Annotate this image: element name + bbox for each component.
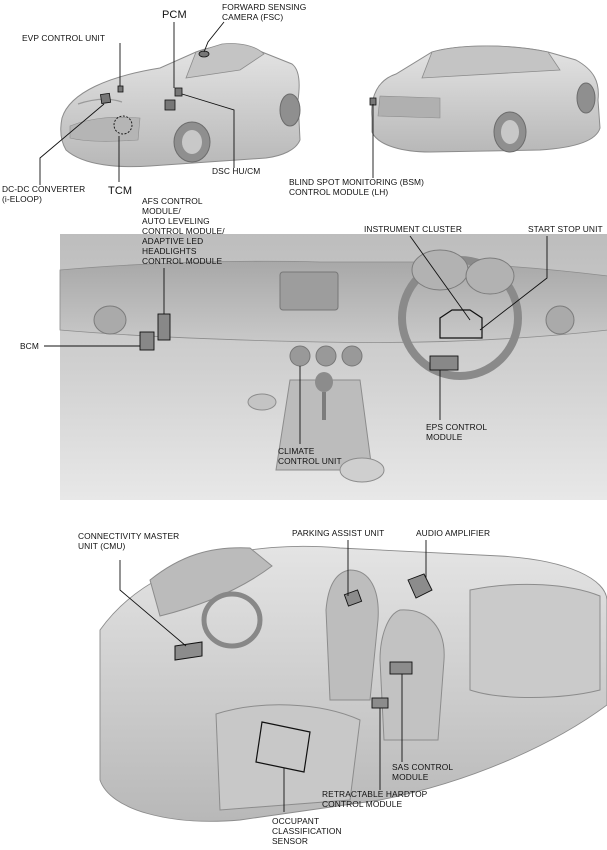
label-line: BCM — [20, 341, 39, 351]
label-line: DC-DC CONVERTER — [2, 184, 86, 194]
label-line: ADAPTIVE LED — [142, 236, 204, 246]
label-occupant-classification-sensor: OCCUPANT CLASSIFICATION SENSOR — [272, 816, 342, 846]
label-line: (i-ELOOP) — [2, 194, 42, 204]
label-retractable-hardtop-control-module: RETRACTABLE HARDTOP CONTROL MODULE — [322, 789, 427, 809]
label-pcm: PCM — [162, 9, 187, 21]
front-car-illustration — [60, 43, 301, 168]
label-line: SENSOR — [272, 836, 308, 846]
label-eps-control-module: EPS CONTROL MODULE — [426, 422, 487, 442]
label-line: BLIND SPOT MONITORING (BSM) — [289, 177, 425, 187]
label-dc-dc-converter: DC-DC CONVERTER (i-ELOOP) — [2, 184, 85, 204]
label-line: CAMERA (FSC) — [222, 12, 284, 22]
label-line: CONTROL MODULE/ — [142, 226, 225, 236]
label-line: CLIMATE — [278, 446, 315, 456]
label-line: DSC HU/CM — [212, 166, 261, 176]
label-line: MODULE — [392, 772, 429, 782]
label-line: TCM — [108, 185, 133, 197]
label-dsc-hu-cm: DSC HU/CM — [212, 166, 260, 176]
label-line: EPS CONTROL — [426, 422, 488, 432]
label-climate-control-unit: CLIMATE CONTROL UNIT — [278, 446, 342, 466]
label-line: CONTROL MODULE — [142, 256, 223, 266]
label-line: PARKING ASSIST UNIT — [292, 528, 385, 538]
label-line: AUTO LEVELING — [142, 216, 210, 226]
label-line: PCM — [162, 9, 187, 21]
label-bsm-control-module: BLIND SPOT MONITORING (BSM) CONTROL MODU… — [289, 177, 424, 197]
label-instrument-cluster: INSTRUMENT CLUSTER — [364, 224, 462, 234]
label-afs-control-module: AFS CONTROL MODULE/ AUTO LEVELING CONTRO… — [142, 196, 225, 266]
label-start-stop-unit: START STOP UNIT — [528, 224, 603, 234]
label-line: MODULE — [426, 432, 463, 442]
label-line: AFS CONTROL — [142, 196, 203, 206]
dashboard-leaders — [44, 235, 548, 444]
label-sas-control-module: SAS CONTROL MODULE — [392, 762, 453, 782]
label-connectivity-master-unit: CONNECTIVITY MASTER UNIT (CMU) — [78, 531, 179, 551]
label-evp-control-unit: EVP CONTROL UNIT — [22, 33, 105, 43]
convertible-leaders — [119, 540, 427, 812]
label-bcm: BCM — [20, 341, 39, 351]
label-line: UNIT (CMU) — [78, 541, 126, 551]
label-line: CONNECTIVITY MASTER — [78, 531, 180, 541]
label-parking-assist-unit: PARKING ASSIST UNIT — [292, 528, 384, 538]
label-line: AUDIO AMPLIFIER — [416, 528, 491, 538]
label-line: INSTRUMENT CLUSTER — [364, 224, 462, 234]
label-audio-amplifier: AUDIO AMPLIFIER — [416, 528, 490, 538]
label-line: CLASSIFICATION — [272, 826, 342, 836]
label-line: MODULE/ — [142, 206, 181, 216]
label-line: SAS CONTROL — [392, 762, 454, 772]
dashboard-interior-illustration — [59, 234, 607, 500]
label-line: HEADLIGHTS — [142, 246, 197, 256]
label-line: CONTROL UNIT — [278, 456, 342, 466]
label-forward-sensing-camera: FORWARD SENSING CAMERA (FSC) — [222, 2, 306, 22]
label-line: OCCUPANT — [272, 816, 320, 826]
label-line: EVP CONTROL UNIT — [22, 33, 106, 43]
label-line: CONTROL MODULE (LH) — [289, 187, 389, 197]
label-line: RETRACTABLE HARDTOP — [322, 789, 428, 799]
label-tcm: TCM — [108, 185, 132, 197]
label-line: FORWARD SENSING — [222, 2, 307, 12]
label-line: START STOP UNIT — [528, 224, 603, 234]
rear-car-illustration — [369, 45, 601, 153]
front-car-leaders — [39, 21, 235, 185]
label-line: CONTROL MODULE — [322, 799, 403, 809]
convertible-interior-illustration — [99, 545, 607, 822]
